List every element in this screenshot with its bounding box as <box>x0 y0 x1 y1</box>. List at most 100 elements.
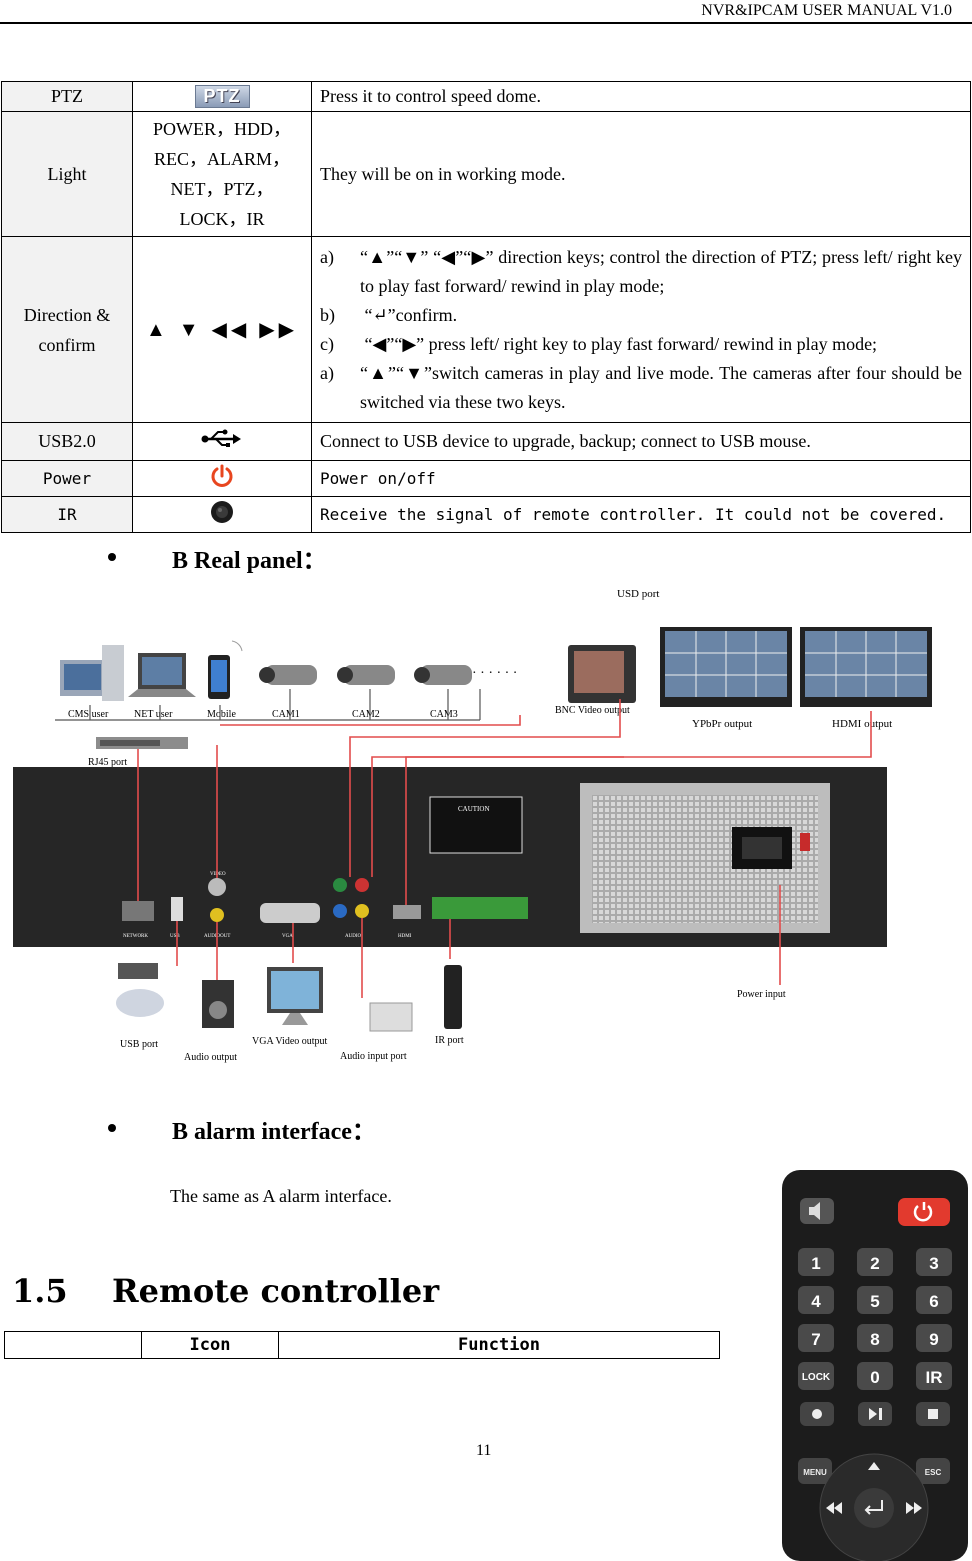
table-row: USB2.0 Connect to USB device to upgrade,… <box>1 422 971 461</box>
remote-key-button[interactable] <box>857 1324 893 1352</box>
list-item: b) “↵”confirm. <box>320 301 962 330</box>
mobile-label: Mobile <box>207 709 236 720</box>
bnc-label: BNC Video output <box>555 705 630 716</box>
remote-key-button[interactable] <box>798 1286 834 1314</box>
remote-key-label: 0 <box>870 1368 879 1387</box>
usb-devices <box>116 963 164 1017</box>
remote-key-label: 1 <box>811 1254 820 1273</box>
list-item: c) “◀”“▶” press left/ right key to play … <box>320 330 962 359</box>
audio-output-caption: Audio output <box>184 1052 237 1063</box>
up-arrow-icon: ▲ <box>368 246 387 267</box>
page-header: NVR&IPCAM USER MANUAL V1.0 <box>0 0 972 24</box>
list-text: press left/ right key to play fast forwa… <box>428 333 878 354</box>
enter-icon: ↵ <box>372 304 388 325</box>
light-line: POWER，HDD， <box>153 119 291 139</box>
row-function: Receive the signal of remote controller.… <box>311 496 971 533</box>
cms-user-pc <box>60 645 124 701</box>
ptz-icon: PTZ <box>132 81 312 112</box>
caution-label: CAUTION <box>458 805 490 813</box>
section-number: 1.5 <box>12 1272 68 1310</box>
direction-function-list: a) “▲”“▼” “◀”“▶” direction keys; control… <box>320 243 962 417</box>
list-text: confirm. <box>395 304 458 325</box>
remote-key-button[interactable] <box>857 1362 893 1390</box>
rj45-switch <box>96 737 188 749</box>
cam3-label: CAM3 <box>430 709 458 720</box>
remote-key-button[interactable] <box>916 1362 952 1390</box>
list-marker: a) <box>320 362 334 383</box>
remote-key-button[interactable] <box>857 1248 893 1276</box>
list-item: a) “▲”“▼”switch cameras in play and live… <box>320 359 962 417</box>
net-user-laptop <box>128 653 196 697</box>
list-marker: a) <box>320 246 334 267</box>
vga-output-caption: VGA Video output <box>252 1036 328 1047</box>
audio-speaker <box>202 980 234 1028</box>
alarm-interface-text: The same as A alarm interface. <box>170 1186 392 1206</box>
list-marker: c) <box>320 333 334 354</box>
column-header <box>4 1331 142 1359</box>
row-name: PTZ <box>1 81 133 112</box>
usd-port-label: USD port <box>617 588 659 600</box>
row-name-line: confirm <box>38 334 96 355</box>
up-arrow-icon: ▲ <box>368 362 388 383</box>
power-button[interactable] <box>898 1198 950 1226</box>
remote-key-label: 3 <box>929 1254 938 1273</box>
esc-button[interactable] <box>916 1458 950 1484</box>
row-function: Connect to USB device to upgrade, backup… <box>311 422 971 461</box>
light-line: NET，PTZ， <box>170 179 274 199</box>
remote-controller-table: Icon Function <box>4 1331 720 1359</box>
up-arrow-icon <box>868 1462 880 1470</box>
header-title: NVR&IPCAM USER MANUAL V1.0 <box>701 2 952 19</box>
mute-icon <box>809 1202 820 1220</box>
row-name: IR <box>1 496 133 533</box>
cam1-label: CAM1 <box>272 709 300 720</box>
remote-key-label: 8 <box>870 1330 879 1349</box>
camera-icon <box>337 665 395 685</box>
audio-input-device <box>369 1002 413 1032</box>
audio-input-caption: Audio input port <box>340 1051 407 1062</box>
remote-key-button[interactable] <box>916 1324 952 1352</box>
row-name: Light <box>1 111 133 237</box>
light-list: POWER，HDD， REC，ALARM， NET，PTZ， LOCK，IR <box>132 111 312 237</box>
remote-key-label: 5 <box>870 1292 879 1311</box>
list-marker: b) <box>320 304 335 325</box>
column-header: Icon <box>141 1331 279 1359</box>
down-arrow-icon: ▼ <box>403 362 424 383</box>
cam2-label: CAM2 <box>352 709 380 720</box>
ir-port-caption: IR port <box>435 1035 464 1046</box>
vga-port-label: VGA <box>282 934 293 939</box>
ptz-icon-label: PTZ <box>194 85 250 109</box>
remote-key-label: 2 <box>870 1254 879 1273</box>
camera-icon <box>259 665 317 685</box>
row-function: Power on/off <box>311 460 971 497</box>
remote-key-label: 7 <box>811 1330 820 1349</box>
list-text: switch cameras in play and live mode. Th… <box>360 362 962 412</box>
hdmi-monitor <box>800 627 932 707</box>
remote-key-label: 6 <box>929 1292 938 1311</box>
key-function-table: PTZ PTZ Press it to control speed dome. … <box>1 81 971 533</box>
mobile-phone <box>208 640 243 699</box>
ir-remote-device <box>444 965 462 1029</box>
remote-key-button[interactable] <box>798 1362 834 1390</box>
rear-panel-diagram: USD port YPbPr output HDMI output BNC Vi… <box>13 588 932 1063</box>
ypbpr-monitor <box>660 627 792 707</box>
forward-icon: ▶ <box>402 333 417 354</box>
remote-key-button[interactable] <box>798 1248 834 1276</box>
table-row: IR Receive the signal of remote controll… <box>1 496 971 533</box>
page-number: 11 <box>476 1442 492 1459</box>
remote-key-button[interactable] <box>798 1324 834 1352</box>
enter-button[interactable] <box>854 1488 894 1528</box>
alarm-interface-title: B alarm interface： <box>172 1119 376 1145</box>
remote-key-button[interactable] <box>916 1248 952 1276</box>
bullet-dot <box>108 1124 116 1132</box>
table-row: Power Power on/off <box>1 460 971 497</box>
menu-button[interactable] <box>798 1458 832 1484</box>
bullet-dot <box>108 553 116 561</box>
row-name-line: Direction & <box>23 304 111 325</box>
bnc-monitor <box>568 645 636 703</box>
power-input-caption: Power input <box>737 989 786 1000</box>
ypbpr-label: YPbPr output <box>692 718 752 730</box>
remote-key-button[interactable] <box>857 1286 893 1314</box>
remote-key-label: IR <box>926 1368 943 1387</box>
remote-key-button[interactable] <box>916 1286 952 1314</box>
video-port-label: VIDEO <box>210 872 226 877</box>
